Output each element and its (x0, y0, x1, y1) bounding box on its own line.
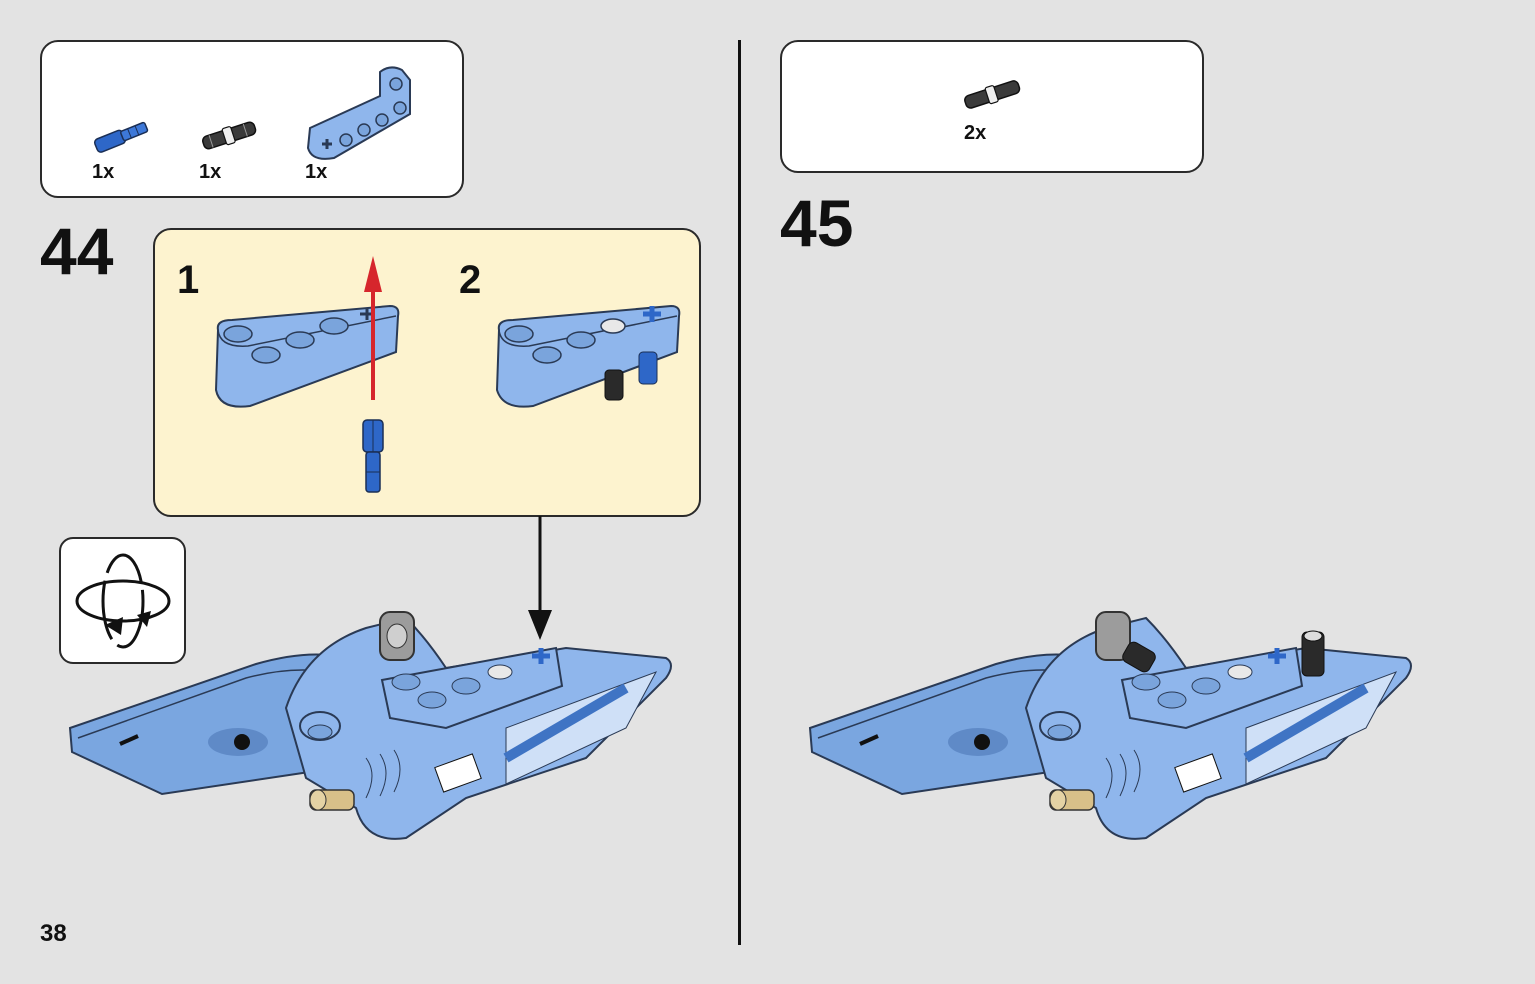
part-qty-l-beam: 1x (305, 161, 328, 183)
part-qty-black-friction-pin: 2x (964, 122, 987, 144)
substep-1-illustration (214, 256, 400, 493)
l-beam-icon (306, 66, 411, 160)
parts-list-box-step-45: 2x (780, 40, 1204, 173)
part-qty-black-friction-pin: 1x (199, 161, 222, 183)
blue-axle-pin-icon (93, 121, 149, 153)
step-number-45: 45 (780, 186, 854, 260)
placement-arrow (528, 516, 552, 640)
substep-2-illustration (495, 304, 681, 408)
part-qty-blue-axle-pin: 1x (92, 161, 115, 183)
substep-number-1: 1 (177, 258, 200, 302)
substep-number-2: 2 (459, 258, 482, 302)
rotate-model-box (59, 537, 186, 664)
page-number: 38 (40, 920, 67, 947)
parts-list-box-step-44: 1x 1x 1x (40, 40, 464, 198)
rotate-model-icon (75, 553, 171, 649)
shark-model-step-45 (808, 611, 1412, 840)
black-friction-pin-icon (202, 121, 257, 150)
page-divider (738, 40, 741, 945)
sub-assembly-box: 1 2 (153, 228, 701, 517)
step-number-44: 44 (40, 214, 114, 288)
shark-model-step-44 (68, 611, 672, 840)
black-friction-pin-icon (964, 80, 1021, 109)
